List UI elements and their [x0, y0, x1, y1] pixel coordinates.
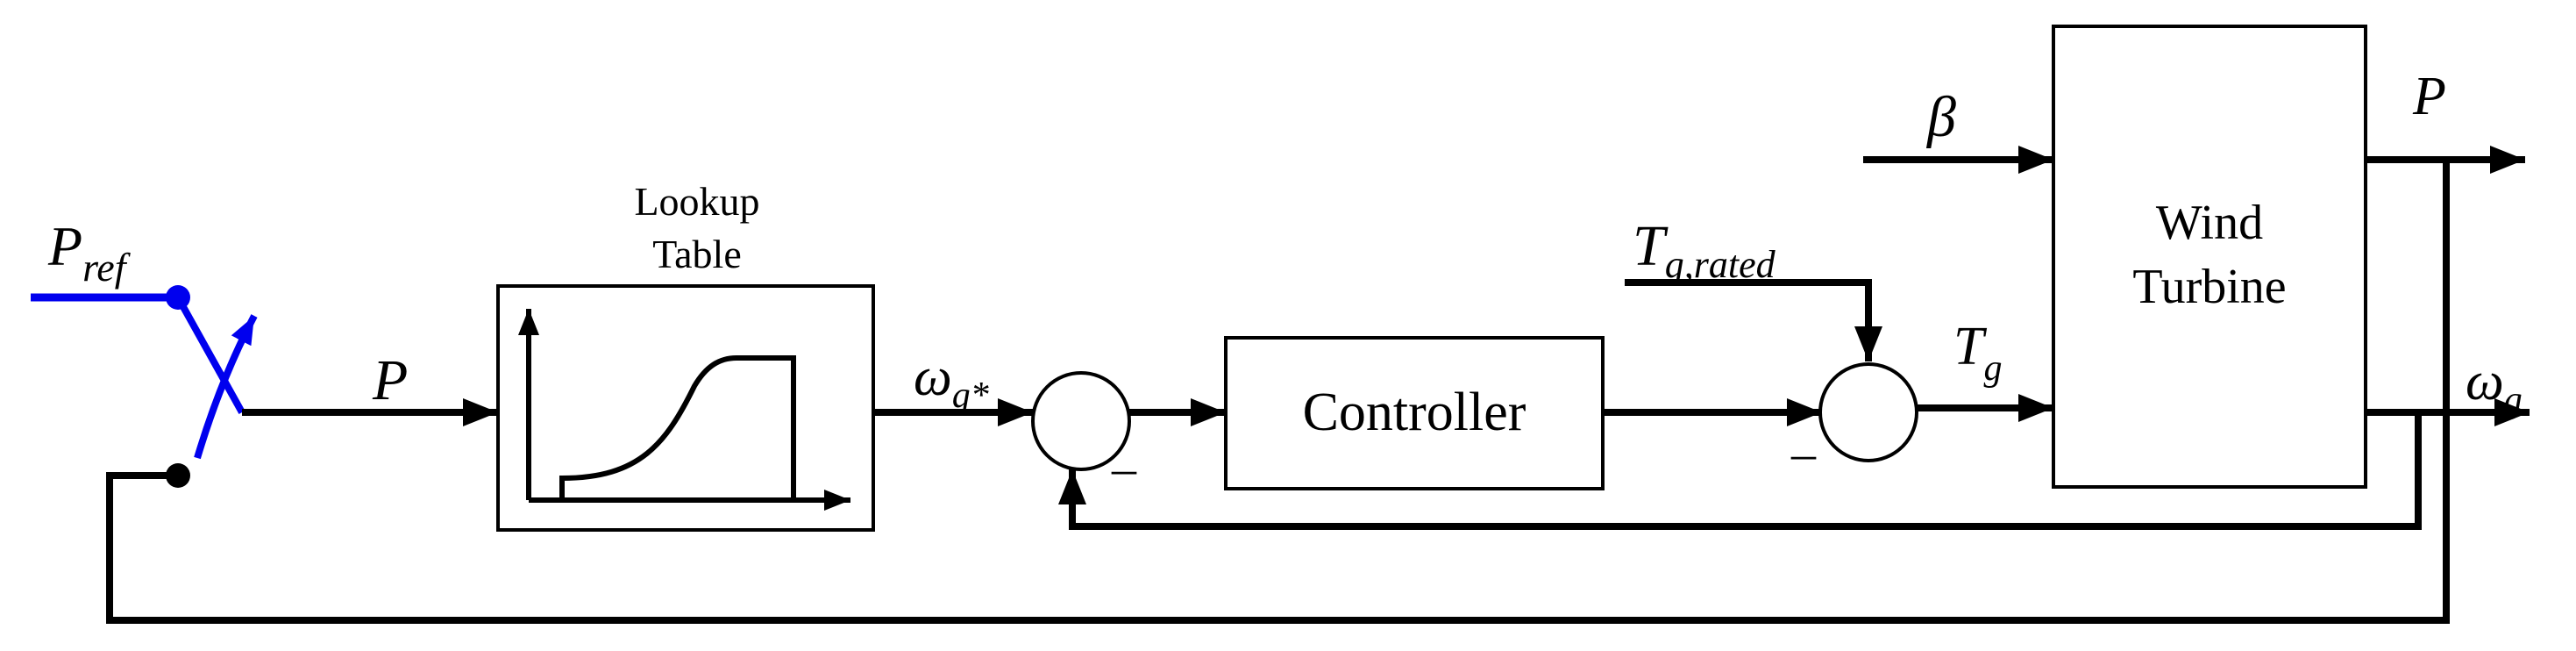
omega-feedback-line	[1058, 412, 2422, 530]
p-output-label: P	[2412, 67, 2446, 126]
tg-label: Tg	[1953, 317, 2002, 389]
sum2-minus-sign: –	[1790, 426, 1817, 481]
beta-label: β	[1925, 85, 1956, 149]
p-feedback-line	[106, 160, 2450, 624]
switch-blade	[174, 296, 246, 414]
input-switch	[31, 285, 258, 488]
omega-ref-label: ωg*	[914, 347, 989, 416]
wind-turbine-block	[2052, 25, 2367, 489]
controller-label: Controller	[1303, 383, 1526, 442]
tg-rated-line	[1625, 279, 1882, 361]
wind-turbine-label-line1: Wind	[2156, 196, 2263, 250]
lookup-table-label-line1: Lookup	[634, 179, 759, 224]
p-signal-label: P	[372, 348, 408, 412]
switch-arrow-arc	[194, 314, 258, 460]
summing-junction-2	[1818, 362, 1918, 462]
wind-turbine-label-line2: Turbine	[2132, 260, 2286, 314]
tg-rated-label: Tg,rated	[1633, 214, 1776, 286]
omega-output-label: ωg	[2466, 352, 2523, 420]
lookup-curve	[559, 355, 796, 500]
lookup-table-block	[496, 284, 875, 532]
sum1-minus-sign: –	[1111, 441, 1137, 496]
p-ref-label: Pref	[47, 215, 132, 290]
lookup-table-label-line2: Table	[652, 232, 742, 276]
